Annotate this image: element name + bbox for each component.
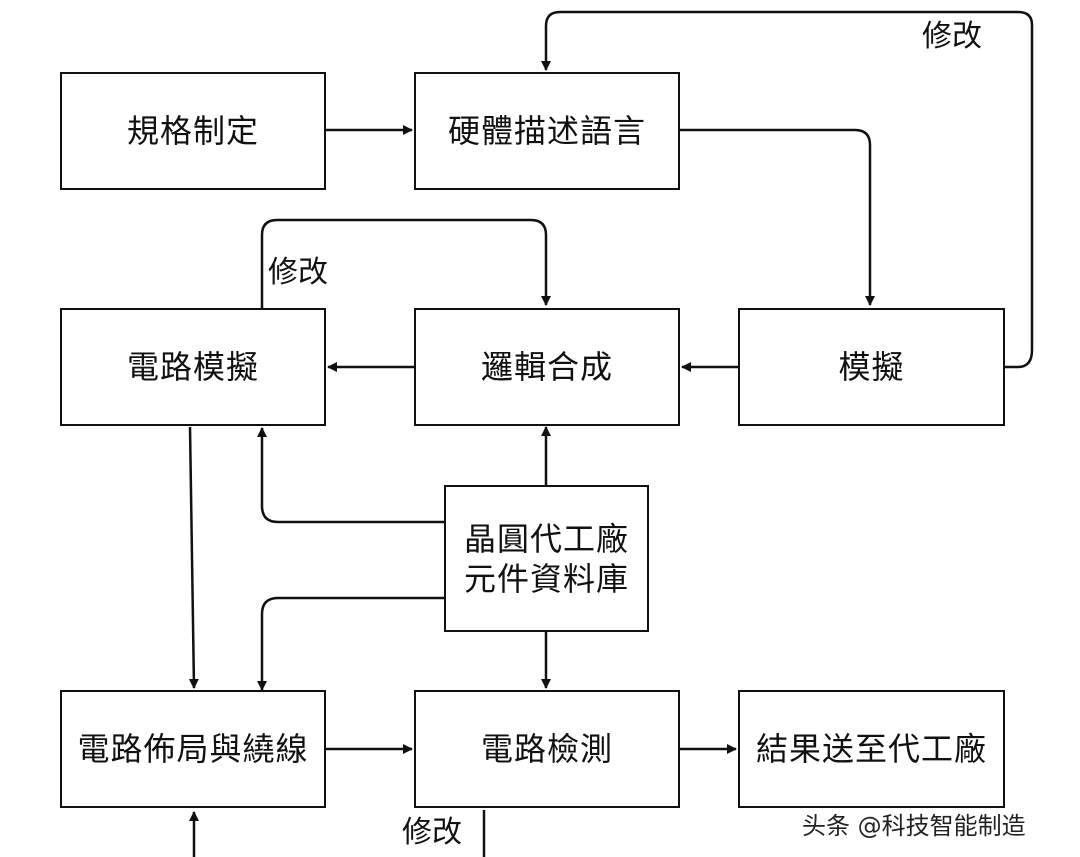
node-check-label: 電路檢測	[480, 730, 613, 768]
node-synth-label: 邏輯合成	[480, 348, 613, 386]
node-hdl-label: 硬體描述語言	[447, 112, 646, 150]
node-send-label: 結果送至代工廠	[755, 730, 987, 768]
node-synth: 邏輯合成	[414, 308, 680, 426]
node-sim: 模擬	[738, 308, 1005, 426]
node-layout: 電路佈局與繞線	[60, 690, 326, 808]
node-spec-label: 規格制定	[126, 112, 259, 150]
edge-label-modify-top: 修改	[922, 19, 982, 54]
node-sim-label: 模擬	[838, 348, 905, 386]
node-layout-label: 電路佈局與繞線	[77, 730, 309, 768]
node-circuit-sim: 電路模擬	[60, 308, 326, 426]
edge-label-modify-bottom: 修改	[402, 815, 462, 850]
arrow-foundry-to-circuit-sim	[257, 427, 444, 524]
watermark-text: 头条 @科技智能制造	[802, 812, 1026, 840]
arrow-circuit-sim-to-layout	[188, 426, 199, 689]
node-check: 電路檢測	[414, 690, 680, 808]
node-hdl: 硬體描述語言	[414, 72, 680, 190]
node-send: 結果送至代工廠	[738, 690, 1005, 808]
arrow-foundry-to-layout	[257, 596, 444, 691]
node-foundry-library-label: 晶圓代工廠 元件資料庫	[463, 519, 629, 598]
arrow-hdl-to-sim	[680, 128, 875, 306]
arrow-circuit-sim-to-synth	[260, 218, 551, 308]
node-foundry-library: 晶圓代工廠 元件資料庫	[444, 485, 649, 632]
arrow-sim-to-hdl	[541, 10, 1034, 369]
node-spec: 規格制定	[60, 72, 326, 190]
node-circuit-sim-label: 電路模擬	[126, 348, 259, 386]
edge-label-modify-mid: 修改	[268, 255, 328, 290]
